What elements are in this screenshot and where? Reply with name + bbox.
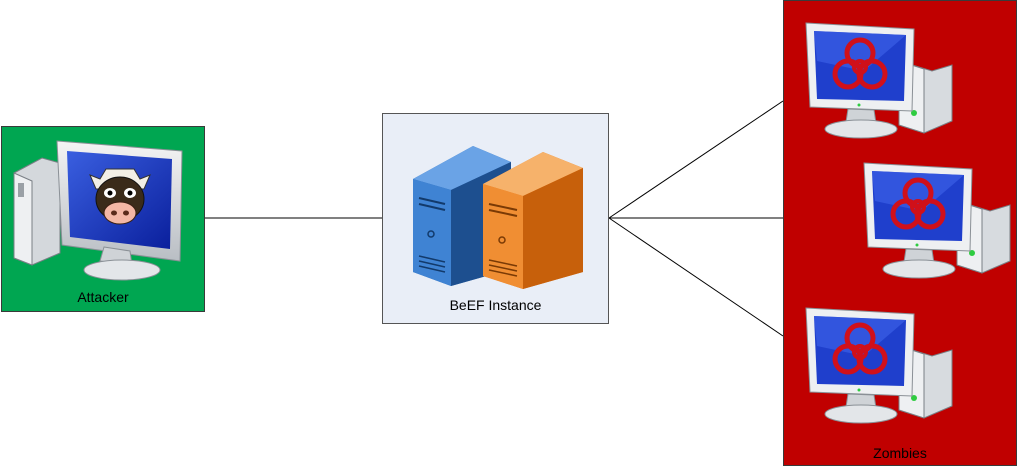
zombies-label: Zombies xyxy=(873,445,927,461)
computer-cow-icon xyxy=(13,140,183,281)
zombies-node: Zombies xyxy=(783,0,1017,466)
biohazard-computer-icon xyxy=(805,22,953,139)
link-beef-zombie-1 xyxy=(608,100,784,219)
attacker-node: Attacker xyxy=(1,126,205,312)
biohazard-computer-icon xyxy=(805,307,953,424)
link-beef-zombie-3 xyxy=(608,217,784,337)
attacker-label: Attacker xyxy=(77,289,129,305)
biohazard-computer-icon xyxy=(863,162,1011,279)
beef-instance-node: BeEF Instance xyxy=(382,113,609,324)
beef-instance-label: BeEF Instance xyxy=(449,297,542,313)
servers-icon xyxy=(413,146,583,289)
